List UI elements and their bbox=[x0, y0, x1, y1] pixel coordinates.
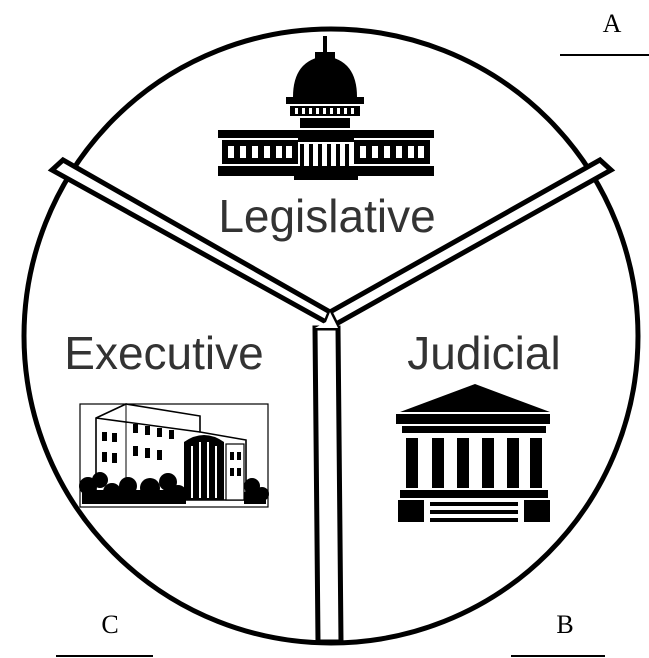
divider-bands bbox=[47, 156, 616, 645]
label-legislative: Legislative bbox=[218, 190, 435, 242]
answer-letter-c: C bbox=[101, 610, 118, 639]
capitol-building-icon bbox=[218, 36, 434, 180]
courthouse-icon bbox=[396, 384, 550, 522]
white-house-icon bbox=[79, 403, 269, 508]
divider-band-bottom bbox=[312, 325, 344, 645]
label-executive: Executive bbox=[64, 327, 263, 379]
divider-junction bbox=[315, 312, 338, 328]
answer-letter-b: B bbox=[556, 610, 573, 639]
answer-letter-a: A bbox=[603, 9, 622, 38]
label-judicial: Judicial bbox=[407, 327, 560, 379]
